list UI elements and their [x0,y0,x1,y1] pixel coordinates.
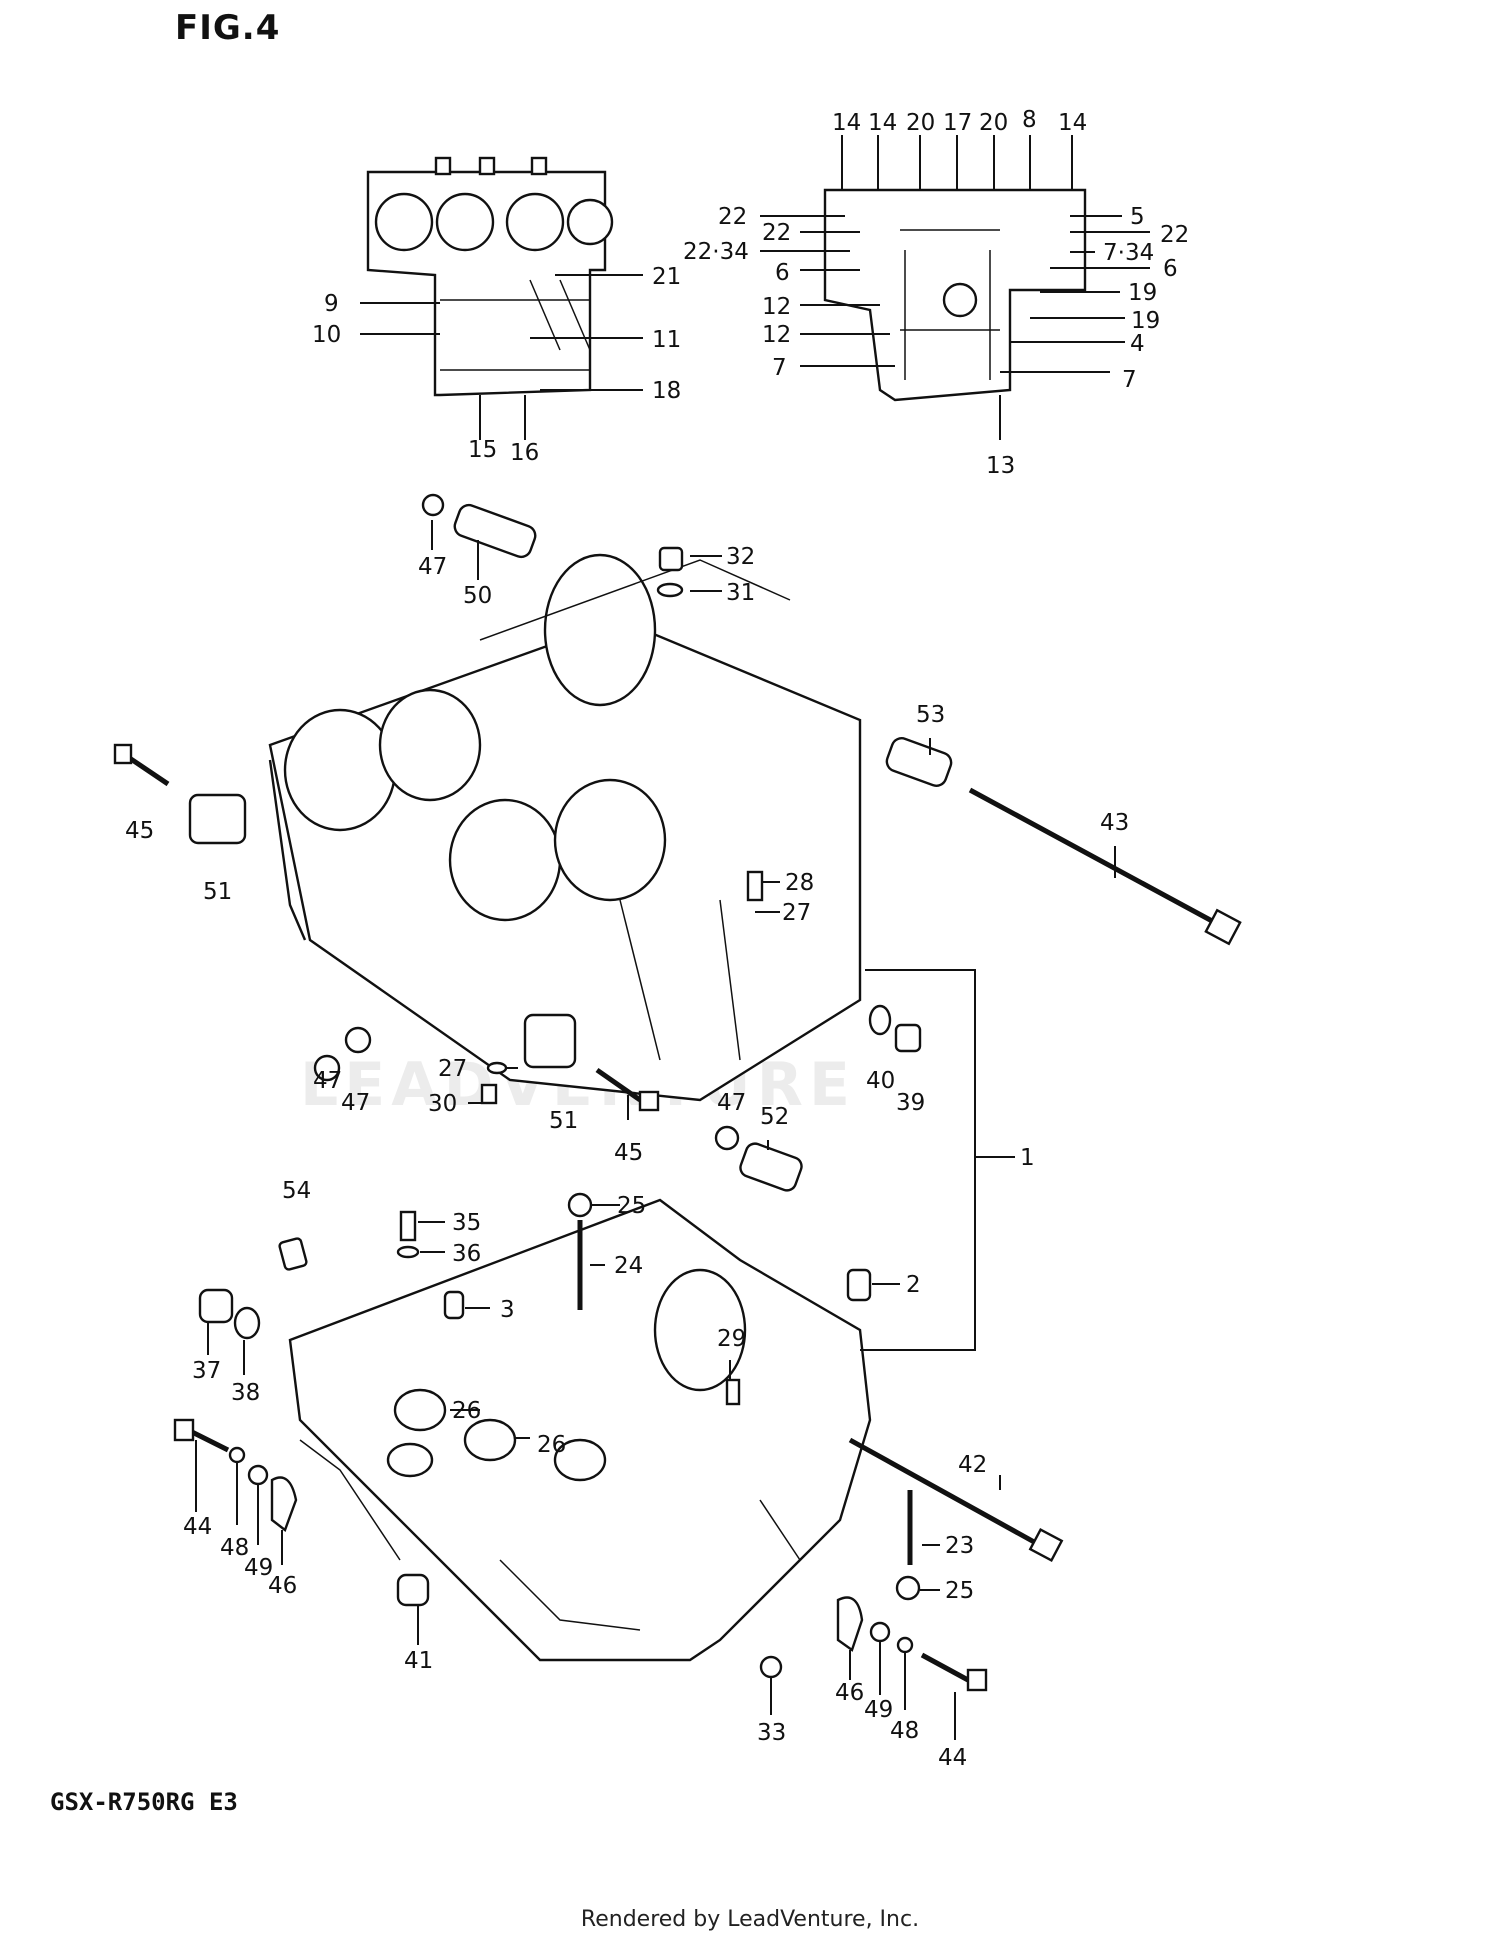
callout-31: 31 [726,580,755,606]
callout-25: 25 [945,1578,974,1604]
callout-22-34: 22·34 [683,239,749,265]
callout-7: 7 [772,355,787,381]
callout-22: 22 [1160,222,1189,248]
callout-51: 51 [203,879,232,905]
callout-35: 35 [452,1210,481,1236]
callout-19: 19 [1131,308,1160,334]
lower-crankcase [288,1198,872,1662]
callout-22: 22 [762,220,791,246]
callout-3: 3 [500,1297,515,1323]
callout-46: 46 [835,1680,864,1706]
callout-48: 48 [890,1718,919,1744]
callout-54: 54 [282,1178,311,1204]
callout-6: 6 [1163,256,1178,282]
callout-21: 21 [652,264,681,290]
callout-23: 23 [945,1533,974,1559]
callout-14: 14 [1058,110,1087,136]
callout-41: 41 [404,1648,433,1674]
callout-50: 50 [463,583,492,609]
callout-45: 45 [125,818,154,844]
callout-19: 19 [1128,280,1157,306]
callout-39: 39 [896,1090,925,1116]
callout-47: 47 [717,1090,746,1116]
callout-44: 44 [183,1514,212,1540]
leader-lines [195,135,1150,1740]
callout-20: 20 [979,110,1008,136]
callout-44: 44 [938,1745,967,1771]
callout-47: 47 [313,1068,342,1094]
callout-18: 18 [652,378,681,404]
callout-47: 47 [341,1090,370,1116]
callout-40: 40 [866,1068,895,1094]
callout-26: 26 [537,1432,566,1458]
inset-left-crankcase [366,156,614,397]
callout-53: 53 [916,702,945,728]
callout-27: 27 [782,900,811,926]
callout-45: 45 [614,1140,643,1166]
callout-14: 14 [832,110,861,136]
upper-crankcase [268,553,862,1102]
callout-10: 10 [312,322,341,348]
callout-30: 30 [428,1091,457,1117]
callout-29: 29 [717,1326,746,1352]
callout-49: 49 [244,1555,273,1581]
callout-48: 48 [220,1535,249,1561]
callout-13: 13 [986,453,1015,479]
callout-16: 16 [510,440,539,466]
callout-43: 43 [1100,810,1129,836]
callout-28: 28 [785,870,814,896]
callout-2: 2 [906,1272,921,1298]
callout-4: 4 [1130,331,1145,357]
callout-51: 51 [549,1108,578,1134]
callout-46: 46 [268,1573,297,1599]
callout-7-34: 7·34 [1103,240,1154,266]
footer-credit: Rendered by LeadVenture, Inc. [580,1907,920,1932]
model-code: GSX-R750RG E3 [50,1788,238,1816]
callout-36: 36 [452,1241,481,1267]
small-parts [113,493,1242,1692]
callout-11: 11 [652,327,681,353]
callout-20: 20 [906,110,935,136]
callout-7: 7 [1122,367,1137,393]
callout-49: 49 [864,1697,893,1723]
callout-37: 37 [192,1358,221,1384]
callout-9: 9 [324,291,339,317]
callout-32: 32 [726,544,755,570]
callout-42: 42 [958,1452,987,1478]
callout-33: 33 [757,1720,786,1746]
callout-15: 15 [468,437,497,463]
callout-12: 12 [762,322,791,348]
callout-labels: 14 14 20 17 20 8 14 22 22 22·34 6 12 12 … [125,107,1189,1771]
callout-17: 17 [943,110,972,136]
callout-1: 1 [1020,1145,1035,1171]
callout-26: 26 [452,1398,481,1424]
callout-12: 12 [762,294,791,320]
figure-title: FIG.4 [175,8,281,48]
callout-22: 22 [718,204,747,230]
callout-38: 38 [231,1380,260,1406]
callout-8: 8 [1022,107,1037,133]
callout-14: 14 [868,110,897,136]
inset-right-crankcase [823,188,1087,402]
callout-52: 52 [760,1104,789,1130]
callout-47: 47 [418,554,447,580]
callout-5: 5 [1130,204,1145,230]
callout-24: 24 [614,1253,643,1279]
callout-25: 25 [617,1193,646,1219]
callout-6: 6 [775,260,790,286]
callout-27: 27 [438,1056,467,1082]
